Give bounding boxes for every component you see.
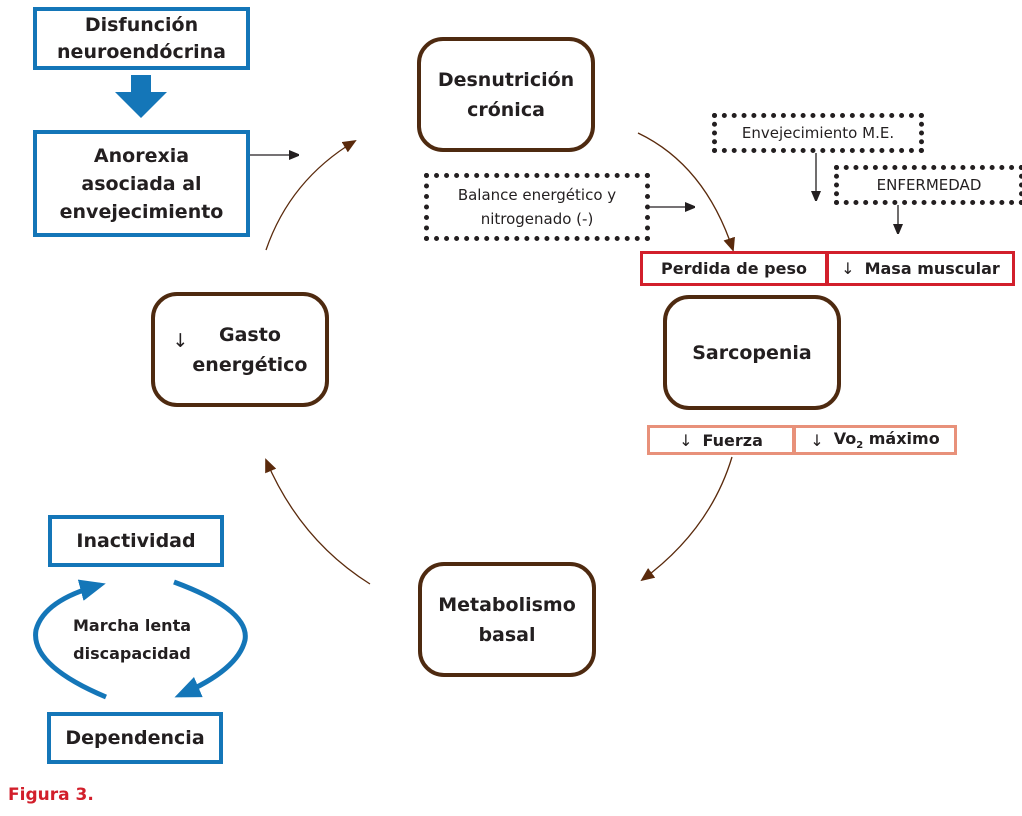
metabolismo-to-gasto-arrow	[265, 458, 371, 585]
balance-box: Balance energético y nitrogenado (-)	[424, 173, 650, 241]
perdida-peso-label: Perdida de peso	[661, 259, 807, 278]
down-arrow-icon: ↓	[679, 430, 693, 450]
balance-label: Balance energético y nitrogenado (-)	[457, 186, 617, 228]
vo2-prefix: Vo	[833, 428, 857, 448]
down-arrow-icon: ↓	[172, 330, 189, 352]
desnutricion-box: Desnutrición crónica	[417, 37, 595, 152]
dependencia-label: Dependencia	[65, 727, 205, 749]
sarcopenia-box: Sarcopenia	[663, 295, 841, 410]
inactividad-box: Inactividad	[48, 515, 224, 567]
inactividad-label: Inactividad	[76, 530, 196, 552]
figure-caption: Figura 3.	[8, 785, 94, 805]
vo2-maximo-label: Vo2 máximo	[834, 429, 940, 451]
marcha-discapacidad-label: Marcha lenta discapacidad	[72, 616, 192, 663]
down-arrow-icon: ↓	[841, 259, 855, 278]
dependencia-box: Dependencia	[47, 712, 223, 764]
metabolismo-box: Metabolismo basal	[418, 562, 596, 677]
enfermedad-box: ENFERMEDAD	[834, 165, 1022, 205]
envejecimiento-label: Envejecimiento M.E.	[741, 124, 895, 142]
sarcopenia-label: Sarcopenia	[692, 341, 812, 364]
vo2-suffix: máximo	[863, 428, 940, 448]
metabolismo-label: Metabolismo basal	[438, 593, 576, 646]
blue-down-arrow	[115, 75, 167, 118]
envejecimiento-box: Envejecimiento M.E.	[712, 113, 924, 153]
fuerza-to-metabolismo-arrow	[640, 456, 733, 582]
disfuncion-neuroendocrina-box: Disfunción neuroendócrina	[33, 7, 250, 70]
fuerza-label: Fuerza	[702, 430, 763, 450]
fuerza-box: ↓ Fuerza	[647, 425, 795, 455]
anorexia-box: Anorexia asociada al envejecimiento	[33, 130, 250, 237]
gasto-to-desnutricion-arrow	[265, 139, 357, 251]
disfuncion-label: Disfunción neuroendócrina	[57, 13, 226, 63]
gasto-label: Gasto energético	[192, 323, 308, 376]
desnutricion-label: Desnutrición crónica	[437, 68, 575, 121]
masa-muscular-box: ↓ Masa muscular	[826, 251, 1015, 286]
perdida-peso-box: Perdida de peso	[640, 251, 828, 286]
masa-muscular-label: Masa muscular	[864, 259, 1000, 278]
gasto-energetico-box: ↓ Gasto energético	[151, 292, 329, 407]
vo2-subscript: 2	[856, 440, 864, 452]
enfermedad-label: ENFERMEDAD	[876, 176, 982, 194]
vo2-maximo-box: ↓ Vo2 máximo	[793, 425, 957, 455]
anorexia-label: Anorexia asociada al envejecimiento	[59, 144, 224, 223]
down-arrow-icon: ↓	[810, 430, 824, 450]
